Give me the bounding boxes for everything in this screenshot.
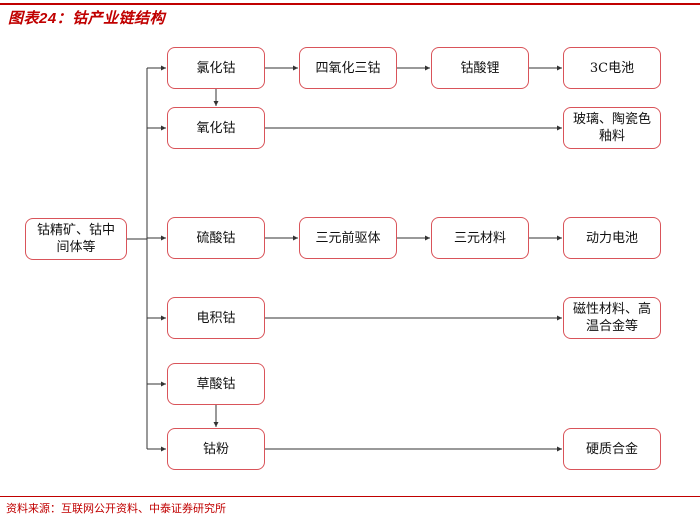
node-label: 三元前驱体	[315, 230, 381, 246]
node-cobalt-powder: 钴粉	[167, 428, 265, 470]
node-lithium-cobaltate: 钴酸锂	[431, 47, 529, 89]
node-label: 氯化钴	[196, 60, 236, 76]
node-label: 四氧化三钴	[315, 60, 381, 76]
node-electro-cobalt: 电积钴	[167, 297, 265, 339]
node-label: 玻璃、陶瓷色釉料	[572, 112, 651, 144]
title-rule	[0, 3, 700, 5]
node-label: 钴精矿、钴中间体等	[36, 223, 115, 255]
node-cobalt-tetroxide: 四氧化三钴	[299, 47, 397, 89]
footer-rule	[0, 496, 700, 497]
node-label: 硬质合金	[585, 441, 638, 457]
node-raw: 钴精矿、钴中间体等	[25, 218, 127, 260]
node-label: 3C电池	[589, 60, 635, 76]
source-note: 资料来源：互联网公开资料、中泰证券研究所	[6, 502, 226, 515]
node-cemented-carbide: 硬质合金	[563, 428, 661, 470]
node-3c-battery: 3C电池	[563, 47, 661, 89]
node-label: 硫酸钴	[196, 230, 236, 246]
node-label: 电积钴	[196, 310, 236, 326]
node-label: 草酸钴	[196, 376, 236, 392]
node-label: 氧化钴	[196, 120, 236, 136]
node-cobalt-oxalate: 草酸钴	[167, 363, 265, 405]
node-power-battery: 动力电池	[563, 217, 661, 259]
node-cobalt-oxide: 氧化钴	[167, 107, 265, 149]
node-label: 钴粉	[202, 441, 229, 457]
node-cobalt-chloride: 氯化钴	[167, 47, 265, 89]
node-label: 动力电池	[585, 230, 638, 246]
node-ternary-material: 三元材料	[431, 217, 529, 259]
figure-title: 图表24：钴产业链结构	[8, 10, 166, 27]
node-magnetic-superalloy: 磁性材料、高温合金等	[563, 297, 661, 339]
node-ternary-precursor: 三元前驱体	[299, 217, 397, 259]
node-glass-ceramic-glaze: 玻璃、陶瓷色釉料	[563, 107, 661, 149]
node-label: 钴酸锂	[460, 60, 500, 76]
node-label: 磁性材料、高温合金等	[572, 302, 651, 334]
node-cobalt-sulfate: 硫酸钴	[167, 217, 265, 259]
node-label: 三元材料	[453, 230, 506, 246]
